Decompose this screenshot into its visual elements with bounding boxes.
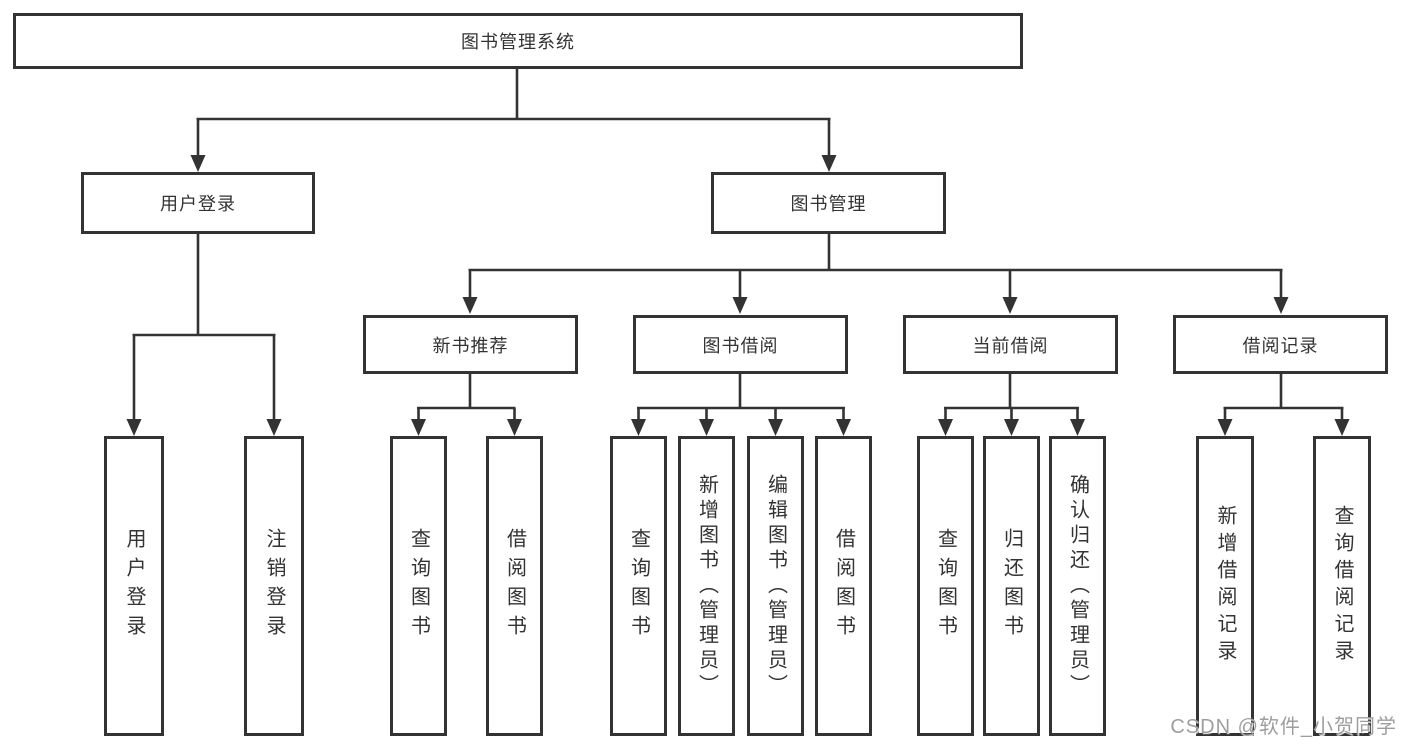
connector-new-book-recommend [411, 374, 522, 436]
leaf-add-books-admin: 新增图书（管理员） [678, 436, 735, 736]
leaf-add-borrow-record: 新增借阅记录 [1196, 436, 1254, 736]
connector-book-management [462, 234, 1289, 314]
node-current-borrow: 当前借阅 [903, 315, 1118, 374]
node-label: 编辑图书（管理员） [764, 473, 787, 699]
connector-borrow-records [1217, 374, 1350, 436]
node-label: 新增图书（管理员） [695, 473, 718, 699]
node-book-borrow: 图书借阅 [633, 315, 848, 374]
leaf-return-books: 归还图书 [983, 436, 1040, 736]
leaf-recommend-query-books: 查询图书 [390, 436, 447, 736]
node-label: 确认归还（管理员） [1066, 473, 1089, 699]
node-label: 借阅图书 [503, 528, 526, 644]
node-label: 用户登录 [160, 194, 236, 214]
node-label: 图书管理系统 [461, 32, 575, 52]
leaf-user-login: 用户登录 [104, 436, 164, 736]
leaf-current-query-books: 查询图书 [917, 436, 974, 736]
leaf-edit-books-admin: 编辑图书（管理员） [747, 436, 804, 736]
node-label: 查询图书 [934, 528, 957, 644]
node-label: 当前借阅 [972, 335, 1049, 356]
node-label: 图书管理 [790, 194, 867, 214]
node-label: 新书推荐 [432, 335, 509, 356]
node-label: 查询借阅记录 [1331, 505, 1353, 667]
connector-user-login [126, 234, 282, 436]
leaf-query-borrow-record: 查询借阅记录 [1313, 436, 1371, 736]
node-new-book-recommend: 新书推荐 [363, 315, 578, 374]
connector-current-borrow [938, 374, 1085, 436]
leaf-borrow-query-books: 查询图书 [610, 436, 667, 736]
node-book-management: 图书管理 [711, 172, 946, 234]
connector-book-borrow [631, 374, 851, 436]
node-label: 新增借阅记录 [1214, 505, 1236, 667]
node-borrow-records: 借阅记录 [1173, 315, 1388, 374]
leaf-confirm-return-admin: 确认归还（管理员） [1049, 436, 1106, 736]
node-label: 用户登录 [123, 528, 145, 644]
node-label: 归还图书 [1000, 528, 1023, 644]
node-label: 查询图书 [627, 528, 650, 644]
node-label: 图书借阅 [702, 335, 779, 356]
leaf-logout: 注销登录 [244, 436, 304, 736]
node-label: 查询图书 [407, 528, 430, 644]
node-library-management-system: 图书管理系统 [13, 13, 1023, 69]
leaf-recommend-borrow-books: 借阅图书 [486, 436, 543, 736]
node-user-login: 用户登录 [81, 172, 315, 234]
leaf-borrow-books: 借阅图书 [815, 436, 872, 736]
connector-root [190, 69, 837, 172]
node-label: 借阅图书 [832, 528, 855, 644]
node-label: 注销登录 [263, 528, 285, 644]
watermark: CSDN @软件_小贺同学 [1170, 716, 1397, 738]
node-label: 借阅记录 [1242, 335, 1319, 356]
